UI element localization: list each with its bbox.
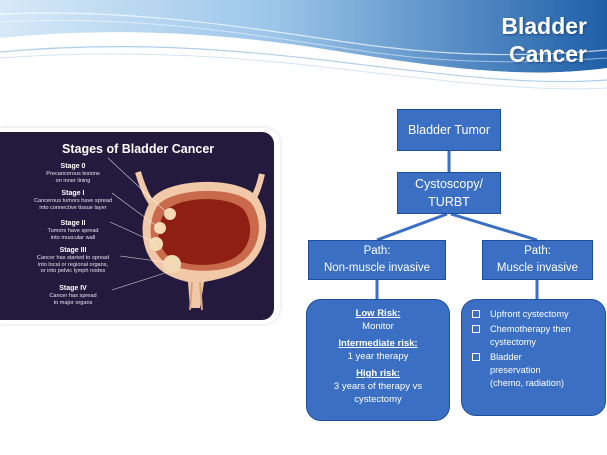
node-label-line2: TURBT xyxy=(428,195,470,209)
node-bladder-tumor: Bladder Tumor xyxy=(397,109,501,151)
risk-levels-box: Low Risk: Monitor Intermediate risk: 1 y… xyxy=(306,299,450,421)
stage-name: Stage I xyxy=(61,190,85,197)
intermediate-risk-heading: Intermediate risk: xyxy=(338,338,418,349)
header-wave-banner xyxy=(0,0,607,90)
stage-name: Stage III xyxy=(59,247,87,254)
slide-title-line1: Bladder xyxy=(501,13,587,39)
high-risk-value-line1: 3 years of therapy vs xyxy=(333,381,423,392)
stage-4: Stage IV Cancer has spread to major orga… xyxy=(8,285,138,306)
stage-3: Stage III Cancer has started to spread i… xyxy=(8,247,138,275)
option-text: Bladder xyxy=(490,352,522,362)
stage-desc: on inner lining xyxy=(55,177,91,184)
node-label-line1: Path: xyxy=(524,245,551,257)
node-label: Bladder Tumor xyxy=(408,123,490,137)
high-risk-heading: High risk: xyxy=(356,368,400,379)
treatment-options-box: Upfront cystectomy Chemotherapy then cys… xyxy=(461,299,606,416)
stage-0: Stage 0 Precancerous lesions on inner li… xyxy=(8,163,138,184)
option-text: (chemo, radiation) xyxy=(490,378,565,388)
stage-desc: Tumors have spread xyxy=(47,228,99,234)
node-label-line1: Path: xyxy=(363,245,391,257)
bladder-anatomy-illustration xyxy=(107,157,267,311)
stage-name: Stage IV xyxy=(59,285,87,292)
node-label-line2: Non-muscle invasive xyxy=(323,262,431,274)
stage-desc: to major organs xyxy=(53,299,93,306)
low-risk-value: Monitor xyxy=(362,321,394,332)
stage-desc: Precancerous lesions xyxy=(46,171,100,177)
node-muscle-invasive: Path: Muscle invasive xyxy=(482,240,593,280)
node-label-line1: Cystoscopy/ xyxy=(414,177,484,191)
stages-infographic-card: Stages of Bladder Cancer Stage 0 Precanc… xyxy=(0,128,280,324)
treatment-options-list: Upfront cystectomy Chemotherapy then cys… xyxy=(472,308,599,390)
list-item: Upfront cystectomy xyxy=(472,308,599,321)
option-text: Upfront cystectomy xyxy=(490,309,569,319)
stage-desc: into muscular wall xyxy=(50,234,96,241)
checkbox-bullet-icon xyxy=(472,325,480,333)
node-non-muscle-invasive: Path: Non-muscle invasive xyxy=(308,240,446,280)
stages-infographic: Stages of Bladder Cancer Stage 0 Precanc… xyxy=(0,132,274,320)
slide-title-line2: Cancer xyxy=(509,41,587,67)
node-label-line2: Muscle invasive xyxy=(496,262,579,274)
high-risk-value-line2: cystectomy xyxy=(354,394,402,405)
stage-desc: Cancerous tumors have spread xyxy=(33,198,113,204)
slide-title: Bladder Cancer xyxy=(467,12,587,68)
intermediate-risk-value: 1 year therapy xyxy=(347,351,409,362)
infographic-title: Stages of Bladder Cancer xyxy=(62,142,215,156)
stage-desc: Cancer has started to spread xyxy=(36,255,110,261)
stage-desc: into connective tissue layer xyxy=(39,204,107,211)
stage-name: Stage 0 xyxy=(60,163,86,170)
list-item: Chemotherapy then cystectomy xyxy=(472,323,599,349)
stage-desc: Cancer has spread xyxy=(49,293,97,299)
stage-desc: into local or regional organs, xyxy=(37,261,109,268)
option-text: Chemotherapy then xyxy=(490,324,571,334)
checkbox-bullet-icon xyxy=(472,310,480,318)
stage-name: Stage II xyxy=(60,220,86,227)
list-item: Bladder preservation (chemo, radiation) xyxy=(472,351,599,390)
low-risk-heading: Low Risk: xyxy=(355,308,401,319)
stage-2: Stage II Tumors have spread into muscula… xyxy=(8,220,138,241)
option-text: preservation xyxy=(490,365,541,375)
node-cystoscopy-turbt: Cystoscopy/ TURBT xyxy=(397,172,501,214)
checkbox-bullet-icon xyxy=(472,353,480,361)
option-text: cystectomy xyxy=(490,337,536,347)
stage-1: Stage I Cancerous tumors have spread int… xyxy=(8,190,138,211)
stage-desc: or into pelvic lymph nodes xyxy=(40,268,106,275)
